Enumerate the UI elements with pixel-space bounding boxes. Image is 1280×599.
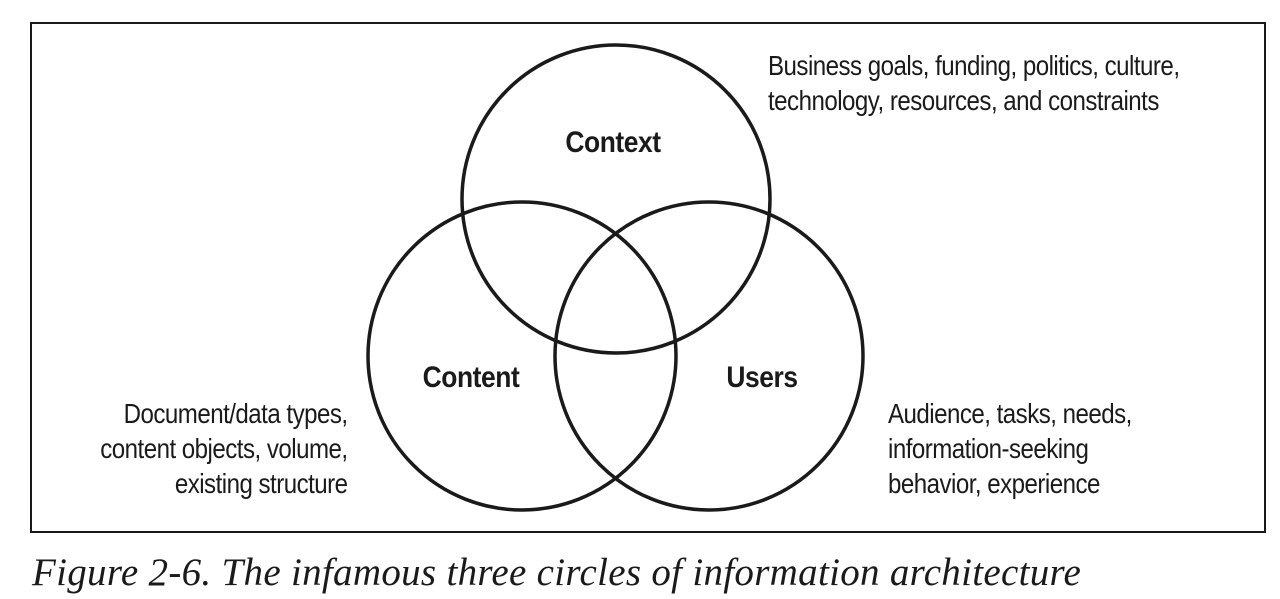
figure-frame bbox=[30, 22, 1266, 533]
context-circle bbox=[460, 43, 772, 355]
context-description-line: technology, resources, and constraints bbox=[768, 85, 1159, 116]
context-description-line: Business goals, funding, politics, cultu… bbox=[768, 50, 1180, 81]
users-description-line: Audience, tasks, needs, bbox=[888, 398, 1132, 429]
users-description: Audience, tasks, needs, information-seek… bbox=[888, 396, 1132, 501]
content-description: Document/data types, content objects, vo… bbox=[100, 396, 349, 501]
figure-caption: Figure 2-6. The infamous three circles o… bbox=[32, 551, 1082, 594]
context-description: Business goals, funding, politics, cultu… bbox=[768, 48, 1180, 118]
context-label: Context bbox=[565, 126, 661, 159]
users-circle bbox=[553, 200, 865, 512]
users-description-line: behavior, experience bbox=[888, 468, 1100, 499]
content-description-line: content objects, volume, bbox=[100, 433, 349, 464]
users-description-line: information-seeking bbox=[888, 433, 1089, 464]
content-circle bbox=[366, 200, 678, 512]
content-description-line: Document/data types, bbox=[124, 398, 348, 429]
content-description-line: existing structure bbox=[175, 468, 348, 499]
content-label: Content bbox=[422, 361, 520, 394]
users-label: Users bbox=[726, 361, 798, 394]
